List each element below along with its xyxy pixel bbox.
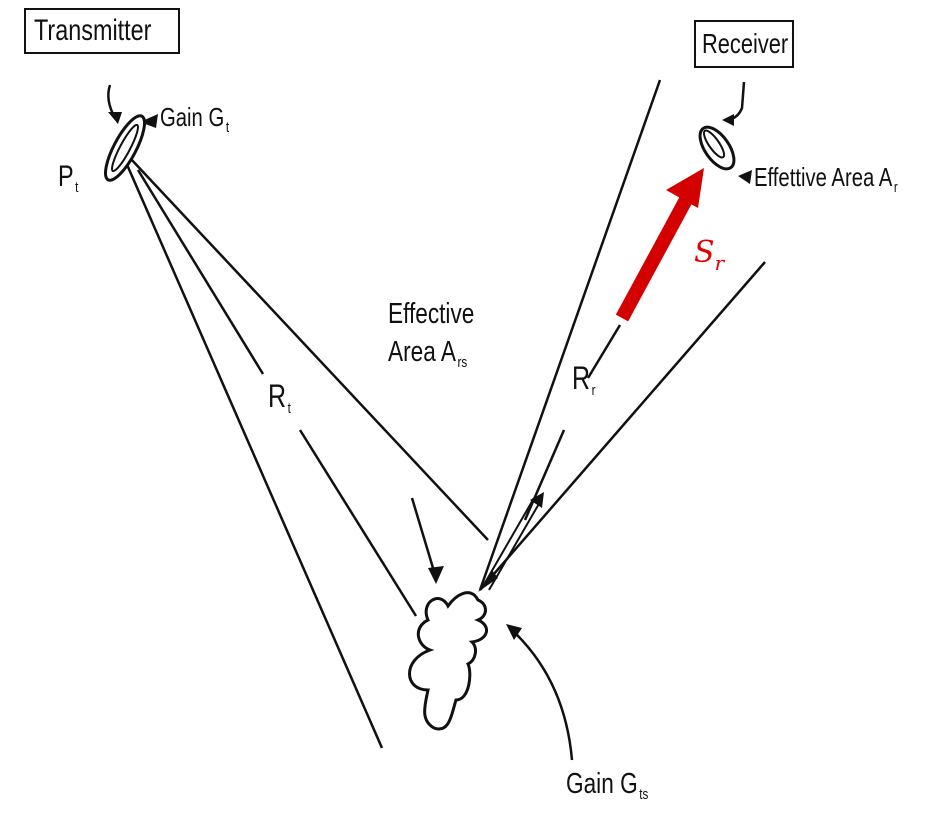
tx-beam-upper xyxy=(129,157,489,541)
transmitter-title: Transmitter xyxy=(34,14,152,47)
receiver-antenna xyxy=(698,125,736,171)
gain-pointer xyxy=(511,629,574,761)
rx-area-arrowhead xyxy=(738,170,752,184)
tx-beam-lower xyxy=(123,159,384,749)
tx-gain-arrowhead xyxy=(140,114,158,128)
rx-leader xyxy=(727,81,746,122)
rx-cone-right xyxy=(479,261,766,591)
tx-range-line xyxy=(136,169,265,375)
target-blob xyxy=(408,591,488,731)
receiver-title: Receiver xyxy=(702,28,789,59)
signal-label: Sr xyxy=(694,235,725,275)
rx-range-line xyxy=(523,429,566,521)
rx-cone-left xyxy=(478,79,662,591)
signal-arrow xyxy=(615,168,704,322)
scatter-arrow-tail xyxy=(478,570,498,592)
area-pointer xyxy=(410,497,438,579)
tx-range-line-lower xyxy=(298,429,418,617)
transmitter-antenna xyxy=(104,114,146,182)
transmitter-box: Transmitter xyxy=(24,8,180,54)
tx-leader-head xyxy=(108,112,122,124)
scatter-arrowhead xyxy=(530,492,544,508)
gain-pointer-head xyxy=(506,624,522,640)
receiver-box: Receiver xyxy=(694,20,794,68)
rx-range-line-upper xyxy=(586,324,622,379)
target-area-label-line1: Effective xyxy=(388,298,475,330)
rx-leader-head xyxy=(722,114,734,126)
area-pointer-head xyxy=(428,566,444,584)
